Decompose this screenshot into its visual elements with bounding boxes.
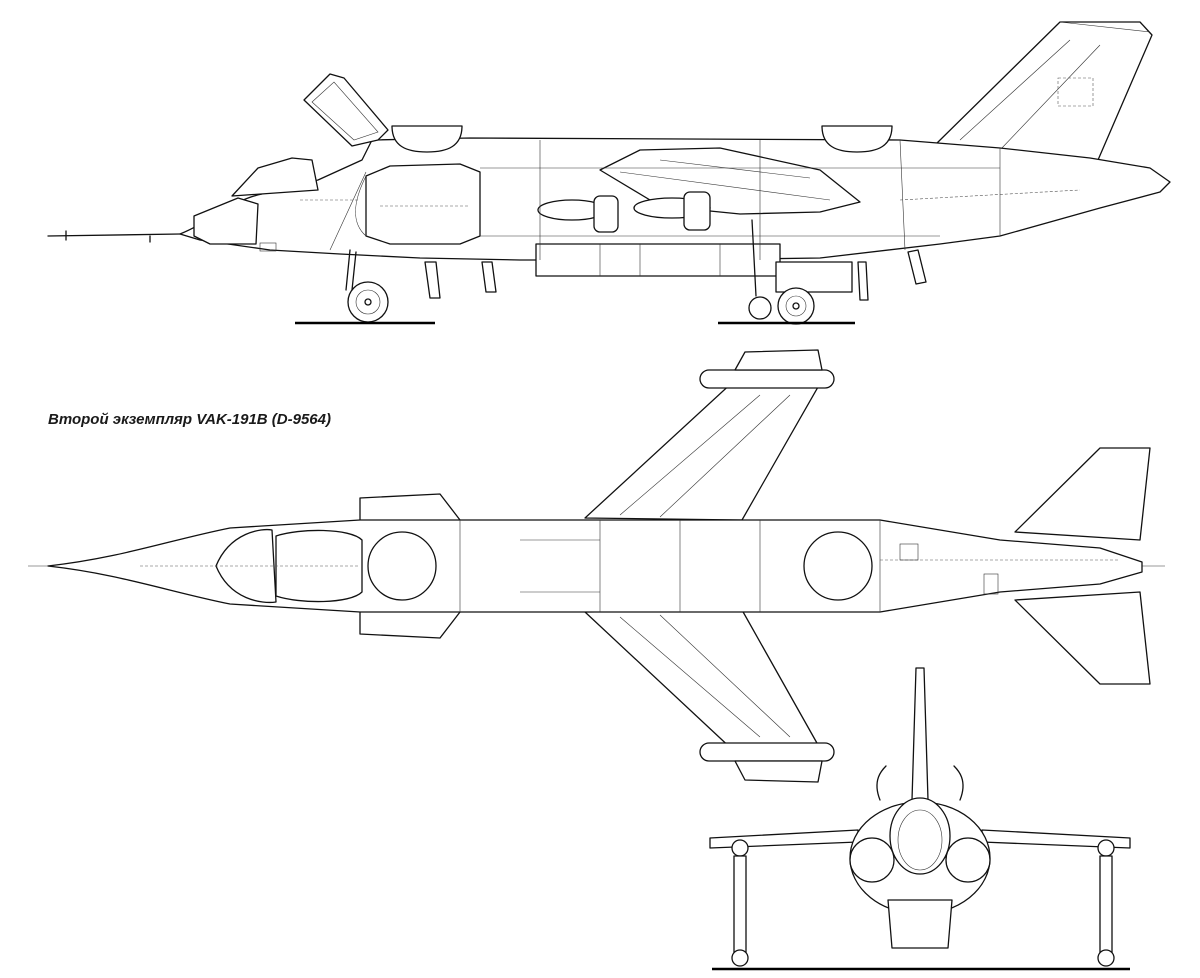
side-tail-fin xyxy=(934,21,1153,161)
plan-lift-engine-rear xyxy=(803,531,873,601)
side-open-canopy xyxy=(303,73,389,147)
side-view xyxy=(47,21,1171,325)
plan-lift-engine-front xyxy=(367,531,437,601)
plan-tailplane-upper xyxy=(1014,447,1151,541)
plan-wing-lower xyxy=(584,609,823,753)
side-pitot-probe xyxy=(47,230,181,243)
side-engine-nacelle xyxy=(365,163,481,245)
side-nose-gear xyxy=(345,249,389,323)
plan-view xyxy=(28,349,1165,783)
front-view xyxy=(709,667,1131,971)
front-outrigger-left xyxy=(731,839,749,967)
front-fin xyxy=(911,667,929,801)
plan-wing-upper xyxy=(584,379,823,521)
drawing-caption: Второй экземпляр VAK-191B (D-9564) xyxy=(48,411,331,428)
plan-tailplane-lower xyxy=(1014,591,1151,685)
side-lift-engine-cover-rear xyxy=(821,125,893,153)
front-outrigger-right xyxy=(1097,839,1115,967)
side-canopy xyxy=(231,157,319,197)
side-lift-engine-cover-front xyxy=(391,125,463,153)
side-main-gear xyxy=(748,219,815,325)
plan-wingtip-pod-upper xyxy=(699,369,835,389)
plan-wingtip-pod-lower xyxy=(699,742,835,762)
